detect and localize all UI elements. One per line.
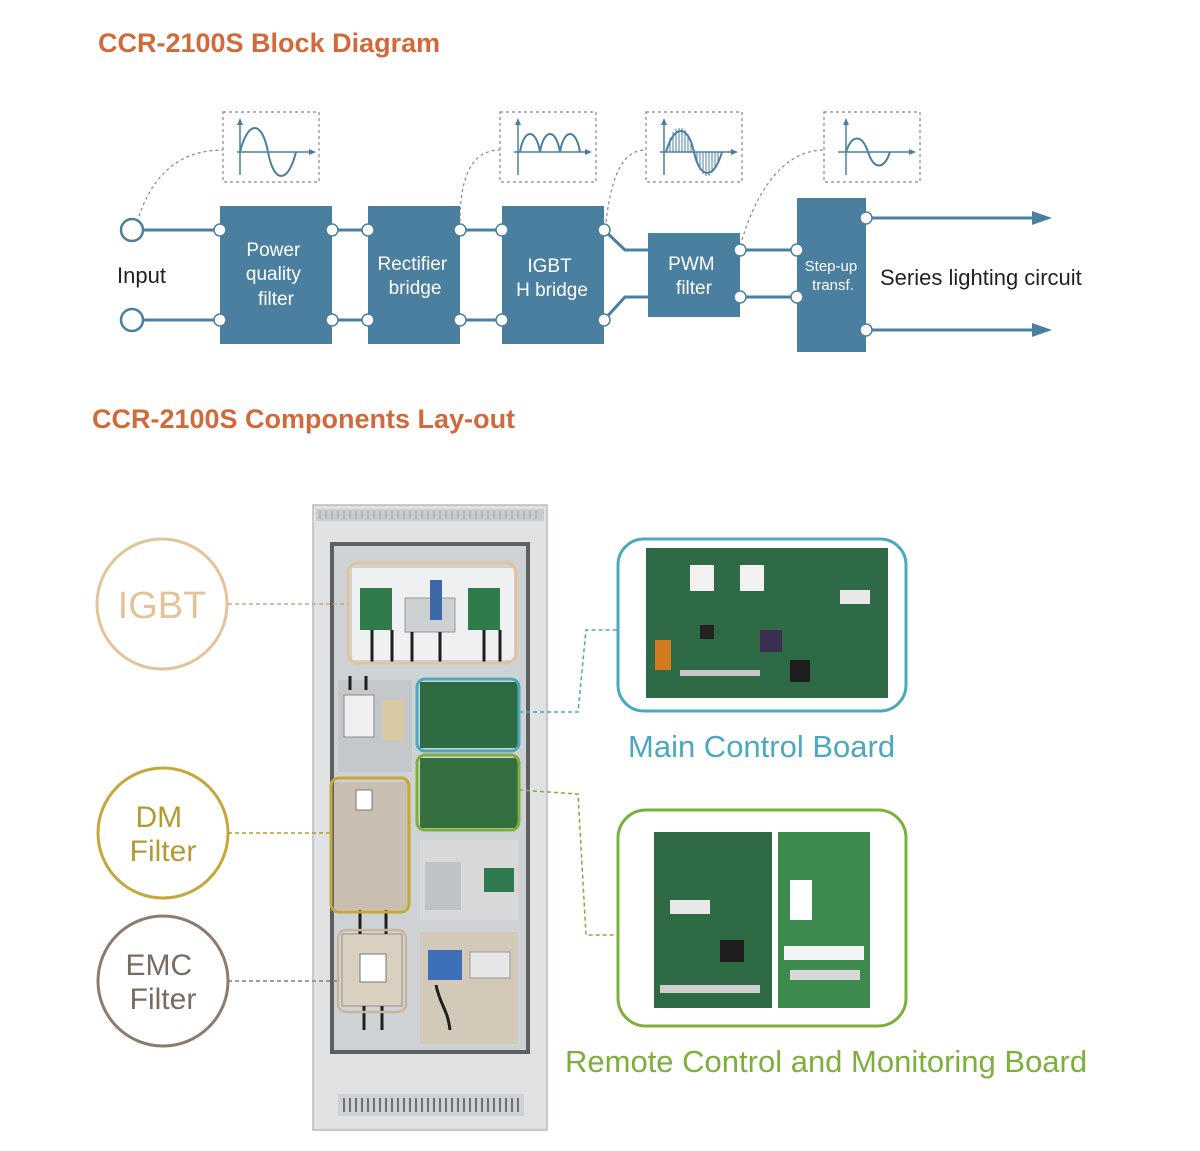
main-control-board-photo — [616, 537, 908, 713]
wire — [602, 228, 648, 252]
igbt-label: IGBT — [118, 585, 207, 627]
node-dot — [361, 223, 375, 237]
input-label: Input — [117, 263, 166, 288]
block-igbt-h-bridge — [502, 206, 604, 344]
block-power-quality-filter — [220, 206, 332, 344]
node-dot — [859, 211, 873, 225]
block-step-up-transformer — [797, 198, 866, 352]
node-dot — [597, 223, 611, 237]
main-control-board-label: Main Control Board — [628, 729, 895, 764]
waveform-box — [645, 111, 743, 183]
igbt-label-circle — [95, 537, 229, 671]
node-dot — [495, 313, 509, 327]
node-dot — [790, 290, 804, 304]
emc-filter-highlight — [336, 928, 408, 1014]
block-label: IGBT H bridge — [516, 256, 588, 301]
block-diagram — [143, 211, 1052, 337]
remote-control-board-label: Remote Control and Monitoring Board — [565, 1044, 1087, 1079]
remote-control-highlight — [415, 753, 521, 832]
block-diagram-title: CCR-2100S Block Diagram — [98, 28, 441, 58]
waveform-box — [823, 111, 921, 183]
node-dot — [213, 223, 227, 237]
main-control-highlight — [415, 677, 521, 753]
cabinet — [312, 504, 548, 1131]
leader-line — [459, 149, 501, 223]
node-dot — [733, 290, 747, 304]
output-label: Series lighting circuit — [880, 265, 1082, 290]
input-terminal — [119, 307, 145, 333]
dm-filter-label: DM Filter — [130, 801, 197, 868]
node-dot — [597, 313, 611, 327]
waveform-box — [222, 111, 320, 183]
node-dot — [859, 323, 873, 337]
sine-wave-icon — [237, 118, 316, 177]
arrow-right-icon — [1032, 211, 1052, 225]
node-dot — [325, 223, 339, 237]
leader-line — [741, 149, 825, 241]
terminals — [119, 217, 145, 333]
block-rectifier-bridge — [368, 206, 460, 344]
wire — [602, 295, 648, 322]
node-dot — [213, 313, 227, 327]
waveform-box — [499, 111, 597, 183]
block-label: Power quality filter — [246, 240, 306, 310]
node-dot — [325, 313, 339, 327]
connector-lines — [228, 603, 618, 982]
sine-wave-icon — [838, 118, 916, 175]
block-label: PWM filter — [668, 254, 720, 299]
node-dot — [790, 243, 804, 257]
igbt-highlight — [346, 561, 518, 665]
components-layout-title: CCR-2100S Components Lay-out — [92, 404, 516, 434]
node-dots — [213, 211, 873, 337]
node-dot — [495, 223, 509, 237]
emc-filter-label: EMC Filter — [125, 949, 200, 1016]
input-terminal — [119, 217, 145, 243]
node-dot — [453, 313, 467, 327]
block-label: Step-up transf. — [805, 258, 862, 294]
rectified-wave-icon — [514, 118, 592, 175]
leader-line — [136, 149, 224, 223]
remote-control-board-photo — [616, 808, 908, 1028]
leader-line — [605, 149, 647, 223]
block-pwm-filter — [648, 233, 740, 317]
node-dot — [453, 223, 467, 237]
dm-filter-highlight — [329, 776, 411, 914]
arrow-right-icon — [1032, 323, 1052, 337]
waveform-boxes — [136, 111, 921, 241]
pwm-wave-icon — [660, 118, 738, 176]
node-dot — [361, 313, 375, 327]
node-dot — [733, 243, 747, 257]
block-label: Rectifier bridge — [378, 254, 453, 299]
